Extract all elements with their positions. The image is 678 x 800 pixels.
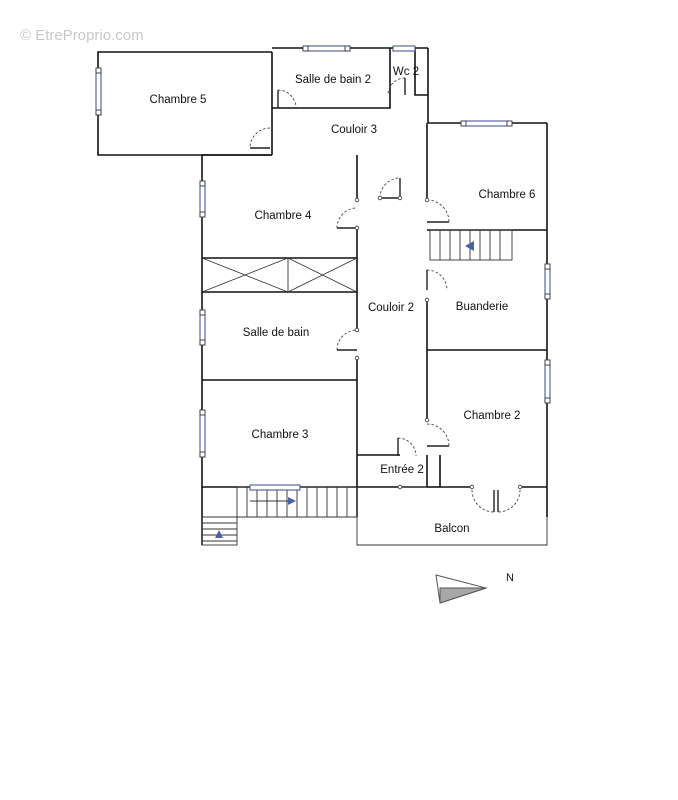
stairs-lower <box>202 486 358 542</box>
room-label-chambre-2: Chambre 2 <box>464 410 521 422</box>
stair-arrow-icon <box>465 241 474 251</box>
wardrobe <box>201 257 358 293</box>
room-label-buanderie: Buanderie <box>456 301 508 313</box>
room-label-entree-2: Entrée 2 <box>380 464 423 476</box>
room-label-chambre-4: Chambre 4 <box>255 210 312 222</box>
doors <box>249 77 523 513</box>
windows <box>95 45 551 491</box>
stairs-upper <box>429 229 513 261</box>
room-label-chambre-6: Chambre 6 <box>479 189 536 201</box>
room-label-salle-de-bain: Salle de bain <box>243 327 310 339</box>
room-label-chambre-5: Chambre 5 <box>150 94 207 106</box>
stair-arrow-icon <box>215 530 223 538</box>
room-label-chambre-3: Chambre 3 <box>252 429 309 441</box>
room-labels: Chambre 5 Salle de bain 2 Wc 2 Couloir 3… <box>150 66 536 535</box>
room-label-balcon: Balcon <box>434 523 469 535</box>
room-label-salle-de-bain-2: Salle de bain 2 <box>295 74 371 86</box>
room-label-wc-2: Wc 2 <box>393 66 419 78</box>
north-compass-icon <box>435 574 488 604</box>
north-label: N <box>506 572 514 584</box>
room-label-couloir-2: Couloir 2 <box>368 302 414 314</box>
room-label-couloir-3: Couloir 3 <box>331 124 377 136</box>
stair-arrow-icon <box>288 497 296 505</box>
watermark: © EtreProprio.com <box>20 27 144 44</box>
